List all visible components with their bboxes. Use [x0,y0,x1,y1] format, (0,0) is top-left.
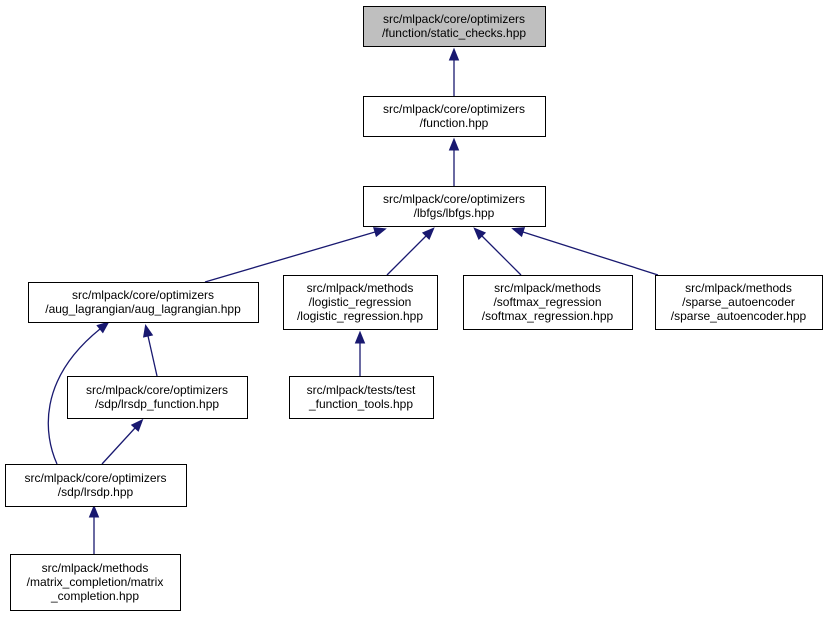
node-label-line: /softmax_regression [493,295,601,309]
node-label-line: src/mlpack/methods [685,281,792,295]
arrowhead [473,227,487,241]
node-aug-lagrangian[interactable]: src/mlpack/core/optimizers/aug_lagrangia… [28,282,259,323]
node-label-line: src/mlpack/core/optimizers [86,383,228,397]
node-function[interactable]: src/mlpack/core/optimizers/function.hpp [363,96,546,137]
node-label-line: src/mlpack/methods [42,561,149,575]
arrowhead [373,227,387,238]
node-box [5,464,187,507]
node-lrsdp[interactable]: src/mlpack/core/optimizers/sdp/lrsdp.hpp [5,464,187,507]
nodes-layer: src/mlpack/core/optimizers/function/stat… [5,6,823,611]
edge-lbfgs-to-function [448,137,460,186]
node-label-line: /sparse_autoencoder.hpp [671,309,807,323]
node-label-line: src/mlpack/core/optimizers [383,102,525,116]
node-sparse-autoencoder[interactable]: src/mlpack/methods/sparse_autoencoder/sp… [655,275,823,330]
edges-layer [47,47,659,554]
node-box [283,275,438,330]
node-label-line: /logistic_regression.hpp [297,309,423,323]
arrowhead [448,137,460,151]
node-lrsdp-function[interactable]: src/mlpack/core/optimizers/sdp/lrsdp_fun… [67,376,248,419]
arrowhead [130,418,144,432]
node-label-line: /logistic_regression [309,295,412,309]
node-box [655,275,823,330]
edge-matrix_completion-to-lrsdp [88,504,100,554]
edge-aug_lagrangian-to-lbfgs [204,227,387,283]
edge-line [101,427,136,465]
node-box [363,186,546,227]
node-label-line: /function.hpp [420,116,489,130]
edge-lrsdp-to-aug_lagrangian [47,321,110,465]
node-label-line: /aug_lagrangian/aug_lagrangian.hpp [45,302,241,316]
arrowhead [421,227,435,241]
node-box [363,6,546,47]
edge-logistic_regression-to-lbfgs [386,227,435,276]
arrowhead [96,321,110,334]
node-label-line: /function/static_checks.hpp [382,26,526,40]
node-test-function-tools[interactable]: src/mlpack/tests/test_function_tools.hpp [289,376,434,419]
arrowhead [354,330,366,344]
node-box [28,282,259,323]
node-box [463,275,633,330]
node-static-checks[interactable]: src/mlpack/core/optimizers/function/stat… [363,6,546,47]
edge-line [481,235,522,276]
node-matrix-completion[interactable]: src/mlpack/methods/matrix_completion/mat… [10,554,181,611]
node-label-line: src/mlpack/core/optimizers [383,12,525,26]
edge-function-to-static_checks [448,47,460,96]
node-label-line: src/mlpack/methods [307,281,414,295]
node-label-line: src/mlpack/core/optimizers [72,288,214,302]
edge-lrsdp-to-lrsdp_function [101,418,144,465]
arrowhead [448,47,460,61]
node-label-line: _completion.hpp [50,589,139,603]
node-label-line: _function_tools.hpp [308,397,413,411]
edge-line [204,231,376,283]
edge-line [386,235,427,276]
node-box [67,376,248,419]
node-label-line: /lbfgs/lbfgs.hpp [414,206,495,220]
edge-softmax_regression-to-lbfgs [473,227,522,276]
node-box [289,376,434,419]
arrowhead [142,323,154,338]
node-box [363,96,546,137]
node-label-line: /sdp/lrsdp_function.hpp [95,397,219,411]
edge-line [47,328,101,465]
edge-line [522,231,659,276]
node-label-line: src/mlpack/methods [494,281,601,295]
node-lbfgs[interactable]: src/mlpack/core/optimizers/lbfgs/lbfgs.h… [363,186,546,227]
node-label-line: /sparse_autoencoder [682,295,795,309]
node-label-line: /softmax_regression.hpp [482,309,614,323]
node-label-line: src/mlpack/core/optimizers [383,192,525,206]
node-label-line: /matrix_completion/matrix [27,575,164,589]
node-label-line: src/mlpack/core/optimizers [24,471,166,485]
edge-lrsdp_function-to-aug_lagrangian [142,323,158,377]
node-logistic-regression[interactable]: src/mlpack/methods/logistic_regression/l… [283,275,438,330]
arrowhead [511,227,526,238]
edge-sparse_autoencoder-to-lbfgs [511,227,659,276]
edge-line [147,335,158,377]
node-label-line: src/mlpack/tests/test [307,383,416,397]
node-box [10,554,181,611]
edge-test_function_tools-to-logistic_regression [354,330,366,376]
node-label-line: /sdp/lrsdp.hpp [58,485,134,499]
node-softmax-regression[interactable]: src/mlpack/methods/softmax_regression/so… [463,275,633,330]
arrowhead [88,504,100,518]
